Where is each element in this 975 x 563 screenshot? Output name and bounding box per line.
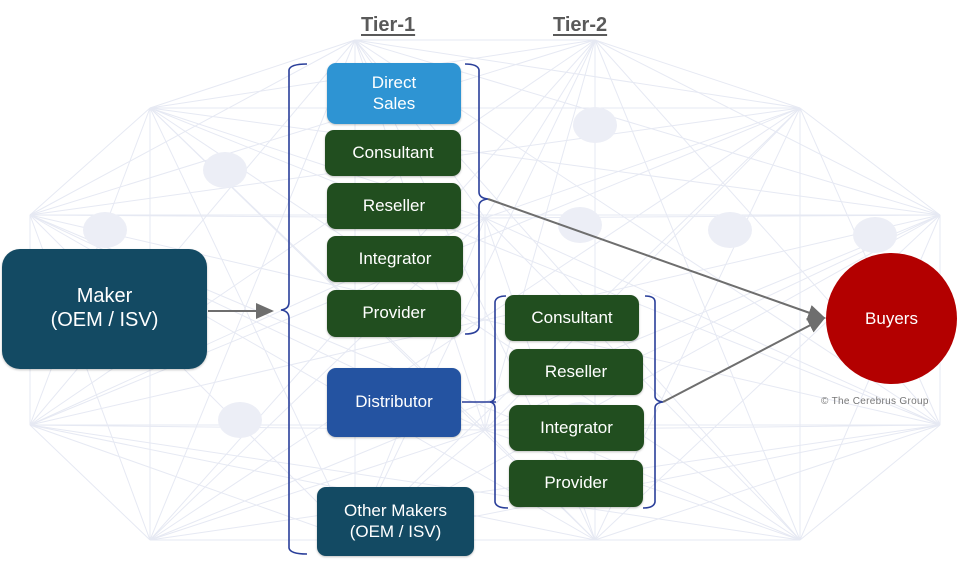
- other-makers-sublabel: (OEM / ISV): [349, 521, 442, 541]
- tier2-left-bracket: [489, 295, 509, 509]
- tier2-consultant-node[interactable]: Consultant: [505, 295, 639, 341]
- mesh-line: [484, 39, 596, 431]
- watermark-figure: [558, 207, 602, 243]
- mesh-line: [29, 424, 801, 541]
- mesh-line: [29, 424, 356, 541]
- direct-sales-label-line1: Direct: [371, 73, 417, 93]
- mesh-line: [484, 217, 941, 426]
- mesh-line: [354, 39, 801, 109]
- mesh-line: [29, 107, 151, 216]
- mesh-line: [149, 107, 941, 216]
- copyright-notice: © The Cerebrus Group: [821, 396, 929, 407]
- tier2-integrator-node[interactable]: Integrator: [509, 405, 644, 451]
- maker-node[interactable]: Maker (OEM / ISV): [2, 249, 207, 369]
- mesh-line: [484, 39, 596, 219]
- other-makers-label: Other Makers: [344, 501, 447, 521]
- watermark-figure: [203, 152, 247, 188]
- tier2-right-bracket: [642, 295, 664, 509]
- mesh-line: [29, 39, 356, 216]
- watermark-figure: [573, 107, 617, 143]
- mesh-line: [149, 107, 941, 426]
- tier1-provider-node[interactable]: Provider: [327, 290, 461, 337]
- mesh-line: [799, 424, 941, 541]
- mesh-line: [29, 424, 596, 541]
- direct-sales-label-line2: Sales: [372, 93, 416, 113]
- tier1-integrator-node[interactable]: Integrator: [327, 236, 463, 282]
- tier1-consultant-node[interactable]: Consultant: [325, 130, 461, 176]
- mesh-line: [594, 39, 801, 541]
- tier1-heading: Tier-1: [361, 14, 416, 36]
- maker-sublabel: (OEM / ISV): [50, 309, 159, 331]
- mesh-line: [594, 39, 941, 216]
- mesh-line: [594, 424, 941, 541]
- mesh-line: [594, 39, 801, 109]
- tier2-to-buyers-arrow: [662, 317, 826, 403]
- tier2-provider-node[interactable]: Provider: [509, 460, 643, 507]
- maker-label: Maker: [76, 285, 133, 308]
- mesh-line: [149, 107, 801, 541]
- tier1-to-buyers-arrow: [487, 198, 826, 321]
- mesh-line: [29, 39, 596, 216]
- mesh-line: [354, 214, 941, 541]
- tier1-direct-group-right-bracket: [464, 63, 489, 335]
- mesh-line: [149, 39, 356, 109]
- mesh-line: [484, 107, 801, 219]
- tier1-left-bracket: [280, 63, 308, 555]
- watermark-figure: [708, 212, 752, 248]
- buyers-node[interactable]: Buyers: [826, 253, 957, 384]
- other-makers-node[interactable]: Other Makers (OEM / ISV): [317, 487, 474, 556]
- direct-sales-node[interactable]: Direct Sales: [327, 63, 461, 124]
- mesh-line: [29, 424, 151, 541]
- tier1-reseller-node[interactable]: Reseller: [327, 183, 461, 229]
- watermark-figure: [853, 217, 897, 253]
- mesh-line: [354, 39, 596, 541]
- distributor-node[interactable]: Distributor: [327, 368, 461, 437]
- watermark-figure: [83, 212, 127, 248]
- tier2-heading: Tier-2: [553, 14, 608, 36]
- tier2-reseller-node[interactable]: Reseller: [509, 349, 643, 395]
- mesh-line: [799, 107, 941, 216]
- watermark-figure: [218, 402, 262, 438]
- mesh-line: [149, 429, 486, 541]
